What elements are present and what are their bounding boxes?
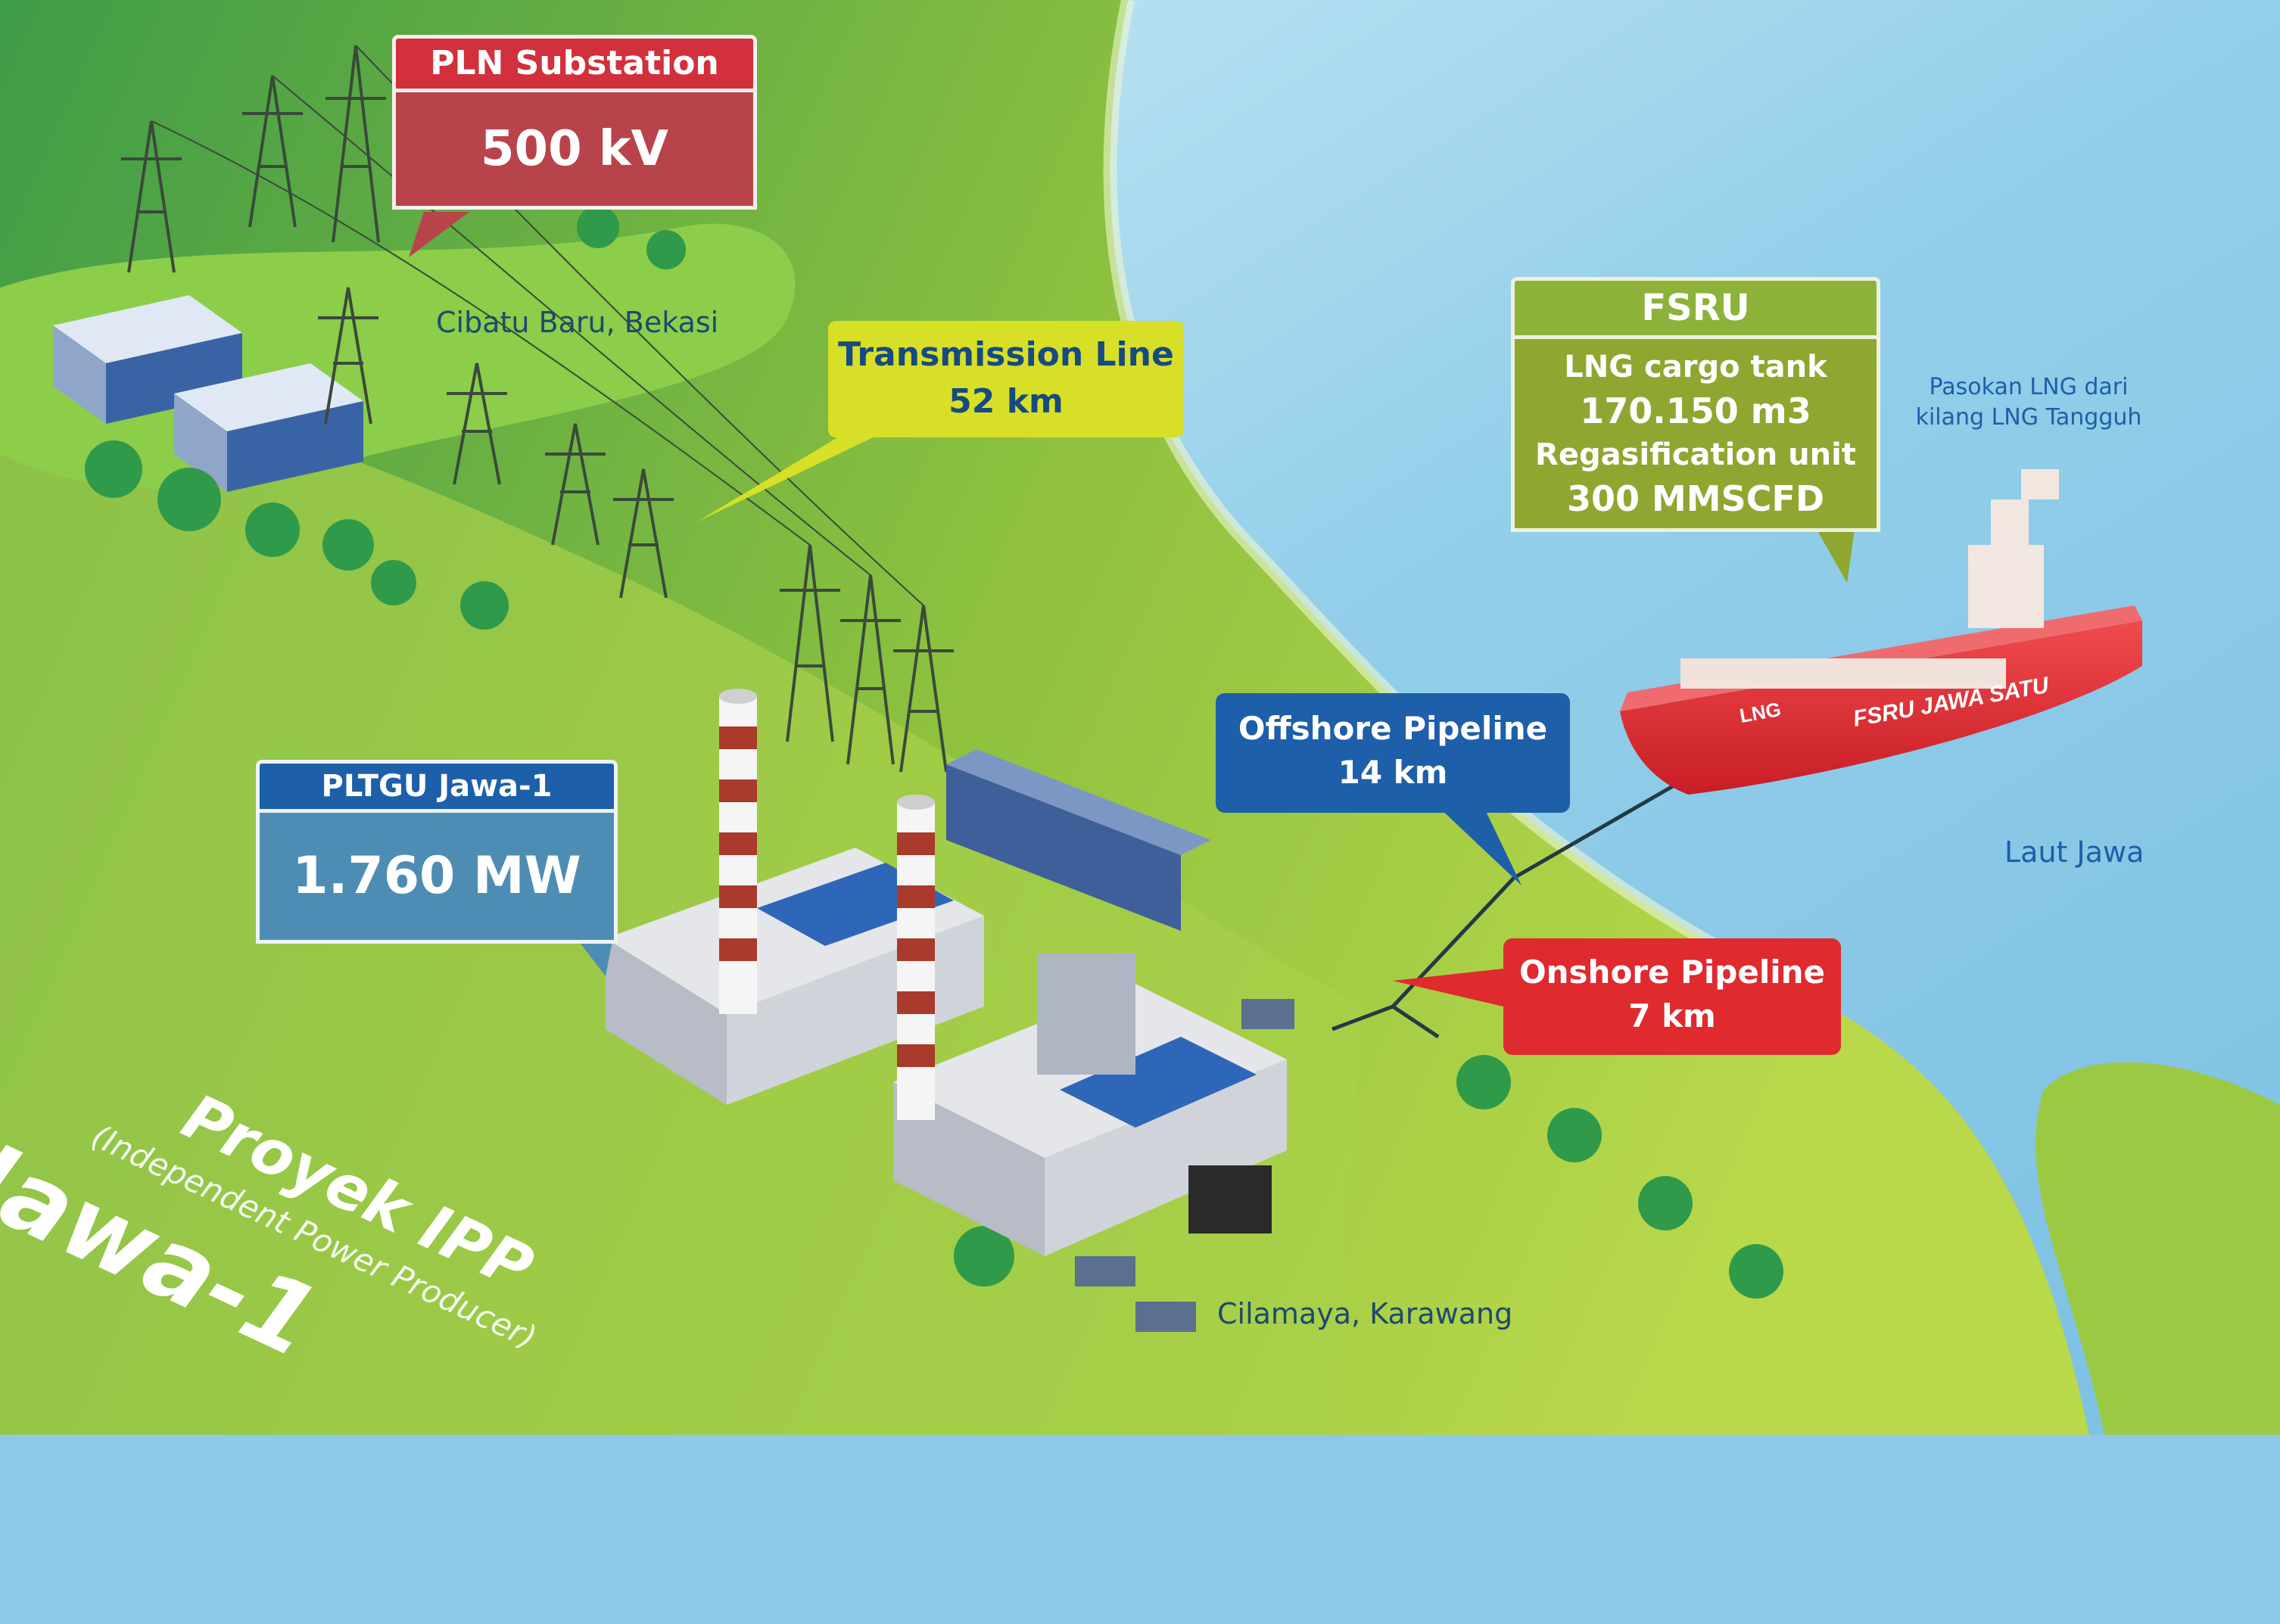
east-coast bbox=[2035, 1062, 2280, 1435]
offshore-pipeline-value: 14 km bbox=[1338, 754, 1448, 791]
lng-supply-note: Pasokan LNG dari kilang LNG Tangguh bbox=[1877, 372, 2180, 433]
fsru-line-2: 170.150 m3 bbox=[1580, 390, 1811, 431]
transmission-towers bbox=[121, 45, 954, 773]
pltgu-title: PLTGU Jawa-1 bbox=[256, 760, 618, 809]
fsru-line-1: LNG cargo tank bbox=[1564, 350, 1827, 384]
onshore-pointer bbox=[1393, 969, 1503, 1006]
substation-buildings bbox=[53, 295, 363, 492]
fsru-title: FSRU bbox=[1511, 277, 1880, 335]
onshore-pipeline-callout: Onshore Pipeline 7 km bbox=[1503, 938, 1841, 1055]
transmission-pointer bbox=[696, 431, 886, 522]
fsru-details: LNG cargo tank 170.150 m3 Regasification… bbox=[1511, 335, 1880, 532]
onshore-pipeline-title: Onshore Pipeline bbox=[1518, 954, 1826, 991]
fsru-pointer bbox=[1817, 530, 1855, 583]
pln-pointer bbox=[409, 212, 469, 257]
place-label-cibatu: Cibatu Baru, Bekasi bbox=[436, 306, 719, 339]
pltgu-value: 1.760 MW bbox=[256, 809, 618, 944]
trees bbox=[85, 206, 1783, 1299]
power-plant bbox=[606, 689, 1294, 1332]
transmission-line-title: Transmission Line bbox=[838, 335, 1174, 374]
fsru-line-3: Regasification unit bbox=[1535, 437, 1856, 472]
place-label-cilamaya: Cilamaya, Karawang bbox=[1217, 1297, 1513, 1330]
offshore-pointer bbox=[1438, 807, 1522, 885]
coastline bbox=[1103, 0, 1790, 991]
offshore-pipeline-callout: Offshore Pipeline 14 km bbox=[1216, 693, 1570, 813]
lng-supply-line-2: kilang LNG Tangguh bbox=[1915, 404, 2142, 431]
lng-supply-line-1: Pasokan LNG dari bbox=[1929, 374, 2129, 400]
fsru-callout: FSRU LNG cargo tank 170.150 m3 Regasific… bbox=[1511, 277, 1880, 536]
onshore-pipeline-value: 7 km bbox=[1628, 997, 1716, 1034]
transmission-line-value: 52 km bbox=[948, 382, 1064, 421]
pln-substation-title: PLN Substation bbox=[392, 35, 757, 89]
pln-substation-callout: PLN Substation 500 kV bbox=[392, 35, 757, 213]
place-label-laut-jawa: Laut Jawa bbox=[2004, 835, 2145, 869]
offshore-pipeline-title: Offshore Pipeline bbox=[1238, 710, 1548, 747]
map-illustration: LNG FSRU JAWA SATU bbox=[0, 0, 2280, 1435]
transmission-line-callout: Transmission Line 52 km bbox=[828, 321, 1184, 437]
pln-substation-value: 500 kV bbox=[392, 89, 757, 210]
pltgu-callout: PLTGU Jawa-1 1.760 MW bbox=[256, 760, 618, 944]
fsru-line-4: 300 MMSCFD bbox=[1566, 478, 1825, 519]
pltgu-pointer bbox=[575, 937, 613, 976]
fsru-ship: LNG FSRU JAWA SATU bbox=[1620, 469, 2142, 795]
